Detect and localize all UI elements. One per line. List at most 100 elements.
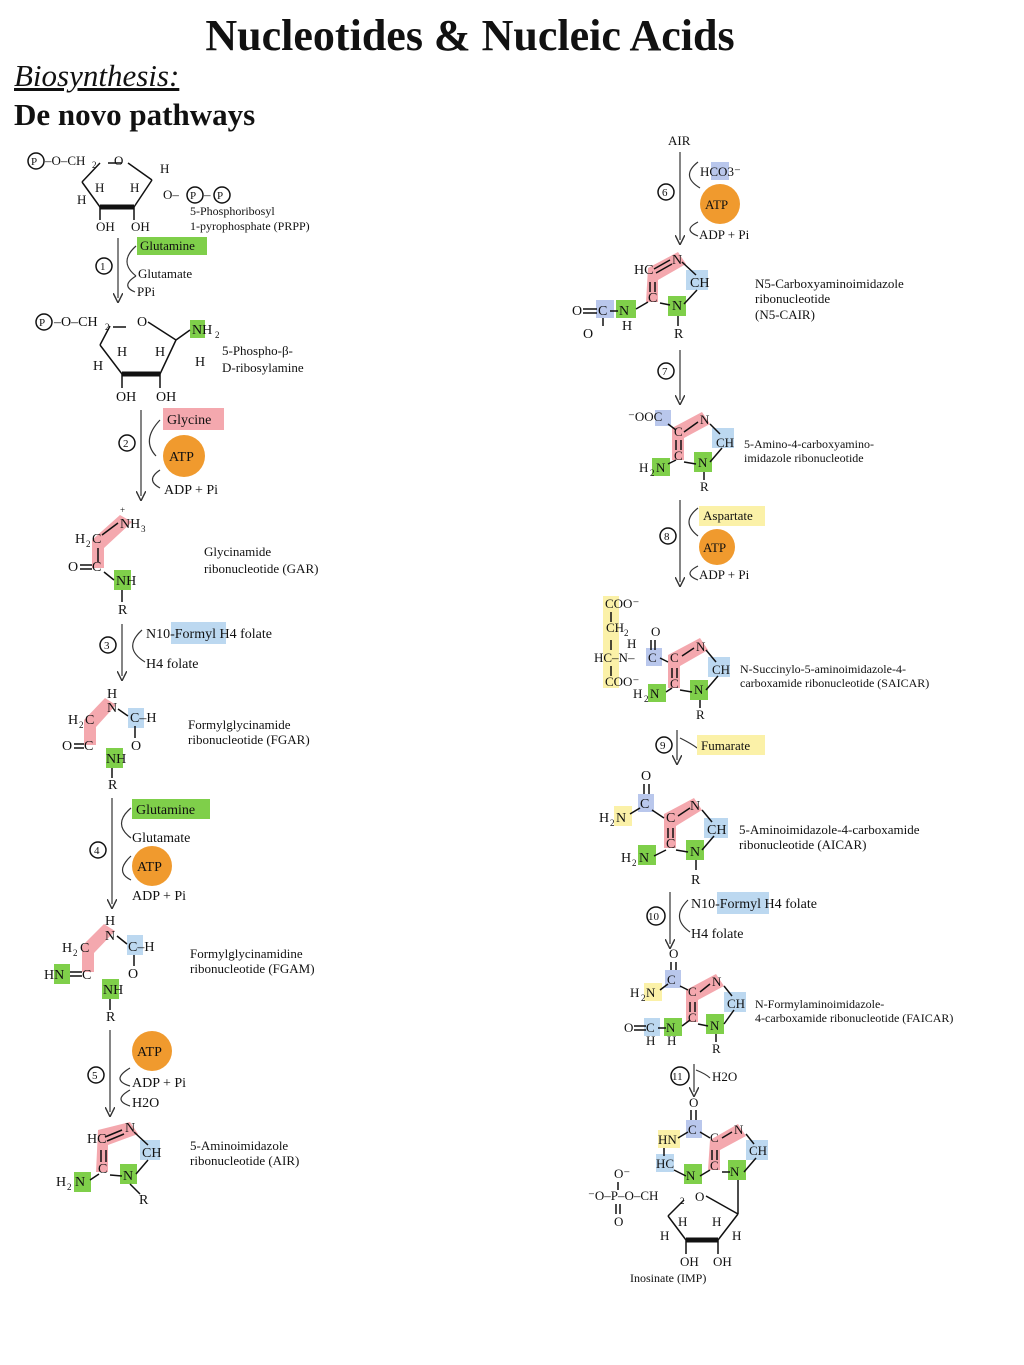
svg-text:H: H — [630, 985, 639, 1000]
svg-text:CH: CH — [142, 1146, 161, 1161]
svg-text:CH: CH — [712, 662, 730, 677]
svg-text:N: N — [686, 1168, 696, 1183]
svg-text:C: C — [674, 424, 683, 439]
atp-badge: ATP — [169, 450, 194, 465]
pra-name-1: 5-Phospho-β- — [222, 343, 293, 358]
svg-text:N: N — [734, 1122, 744, 1137]
reagent-formyl-folate: N10-Formyl H4 folate — [146, 627, 272, 642]
svg-text:P: P — [39, 317, 45, 329]
svg-text:C: C — [688, 1010, 697, 1025]
svg-text:C: C — [666, 837, 675, 852]
svg-text:P: P — [217, 190, 223, 202]
svg-text:3: 3 — [141, 524, 146, 534]
svg-text:N: N — [712, 974, 722, 989]
svg-text:O: O — [128, 967, 138, 982]
svg-text:NH: NH — [192, 323, 212, 338]
svg-text:C: C — [85, 713, 94, 728]
svg-text:Glutamine: Glutamine — [136, 803, 195, 818]
svg-text:7: 7 — [662, 366, 668, 378]
svg-text:N10-Formyl H4 folate: N10-Formyl H4 folate — [691, 897, 817, 912]
reagent-adp-pi: ADP + Pi — [164, 483, 218, 498]
svg-text:H: H — [130, 180, 139, 195]
svg-text:2: 2 — [215, 330, 220, 340]
reagent-glutamate: Glutamate — [138, 266, 192, 281]
step-4: 4 Glutamine Glutamate ATP ADP + Pi — [89, 798, 210, 904]
svg-text:2: 2 — [123, 438, 129, 450]
svg-text:ATP: ATP — [705, 197, 728, 212]
reagent-h4-folate: H4 folate — [146, 657, 198, 672]
svg-text:H4 folate: H4 folate — [691, 927, 743, 942]
svg-text:O: O — [62, 739, 72, 754]
n5-cair-name-2: ribonucleotide — [755, 291, 830, 306]
svg-text:H: H — [155, 345, 165, 360]
svg-text:C: C — [670, 676, 679, 691]
svg-text:11: 11 — [672, 1071, 683, 1083]
svg-text:N: N — [616, 811, 626, 826]
svg-text:N: N — [650, 686, 660, 701]
svg-text:R: R — [139, 1193, 149, 1208]
svg-text:N: N — [730, 1164, 740, 1179]
svg-text:O: O — [624, 1020, 633, 1035]
step-10: 10 N10-Formyl H4 folate H4 folate — [646, 892, 817, 944]
svg-text:C: C — [688, 1122, 697, 1137]
saicar-name-1: N-Succinylo-5-aminoimidazole-4- — [740, 662, 906, 676]
svg-text:2: 2 — [92, 160, 97, 170]
svg-text:H: H — [93, 359, 103, 374]
svg-text:2: 2 — [632, 858, 637, 868]
svg-text:3: 3 — [104, 640, 110, 652]
svg-text:P: P — [190, 190, 196, 202]
svg-text:OH: OH — [96, 219, 115, 234]
svg-text:C: C — [98, 1162, 107, 1177]
svg-text:H: H — [633, 686, 642, 701]
svg-text:NH: NH — [116, 574, 136, 589]
svg-text:HC: HC — [87, 1132, 106, 1147]
svg-text:ATP: ATP — [137, 860, 162, 875]
svg-text:NH: NH — [106, 752, 126, 767]
svg-text:C: C — [640, 797, 649, 812]
reagent-glycine: Glycine — [167, 413, 211, 428]
svg-text:R: R — [712, 1041, 721, 1056]
aicar-name-2: ribonucleotide (AICAR) — [739, 837, 866, 852]
svg-text:C: C — [84, 739, 93, 754]
svg-text:C: C — [648, 291, 657, 306]
svg-text:N: N — [694, 682, 704, 697]
step-6: 6 HCO3⁻ ATP ADP + Pi — [657, 152, 750, 242]
svg-text:–O–CH: –O–CH — [44, 153, 85, 168]
prpp-name-2: 1-pyrophosphate (PRPP) — [190, 219, 310, 233]
svg-text:Glutamate: Glutamate — [132, 831, 190, 846]
svg-text:O: O — [137, 315, 147, 330]
svg-text:H: H — [75, 532, 85, 547]
svg-text:COO⁻: COO⁻ — [605, 596, 639, 611]
svg-text:H: H — [712, 1214, 721, 1229]
svg-text:H: H — [77, 192, 86, 207]
svg-text:P: P — [31, 156, 37, 168]
air-name-1: 5-Aminoimidazole — [190, 1138, 288, 1153]
svg-text:9: 9 — [660, 740, 666, 752]
svg-text:H: H — [660, 1228, 669, 1243]
svg-text:N: N — [639, 851, 649, 866]
svg-text:2: 2 — [650, 468, 655, 478]
prpp-name-1: 5-Phosphoribosyl — [190, 204, 275, 218]
svg-text:O: O — [641, 769, 651, 784]
svg-text:C: C — [688, 984, 697, 999]
svg-text:N: N — [710, 1018, 720, 1033]
svg-text:HN: HN — [658, 1132, 677, 1147]
svg-text:H: H — [105, 914, 115, 929]
svg-text:H: H — [621, 851, 631, 866]
svg-text:N: N — [672, 253, 682, 268]
svg-text:⁻O–P–O–CH: ⁻O–P–O–CH — [588, 1188, 658, 1203]
svg-text:2: 2 — [105, 322, 110, 332]
svg-text:C: C — [646, 1020, 655, 1035]
svg-text:C: C — [598, 304, 607, 319]
svg-text:C: C — [666, 811, 675, 826]
svg-text:8: 8 — [664, 531, 670, 543]
step-2: 2 Glycine ATP ADP + Pi — [118, 408, 224, 498]
svg-text:C: C — [82, 968, 91, 983]
svg-text:ADP + Pi: ADP + Pi — [132, 1076, 186, 1091]
svg-text:H: H — [667, 1033, 676, 1048]
svg-text:H2O: H2O — [712, 1069, 737, 1084]
